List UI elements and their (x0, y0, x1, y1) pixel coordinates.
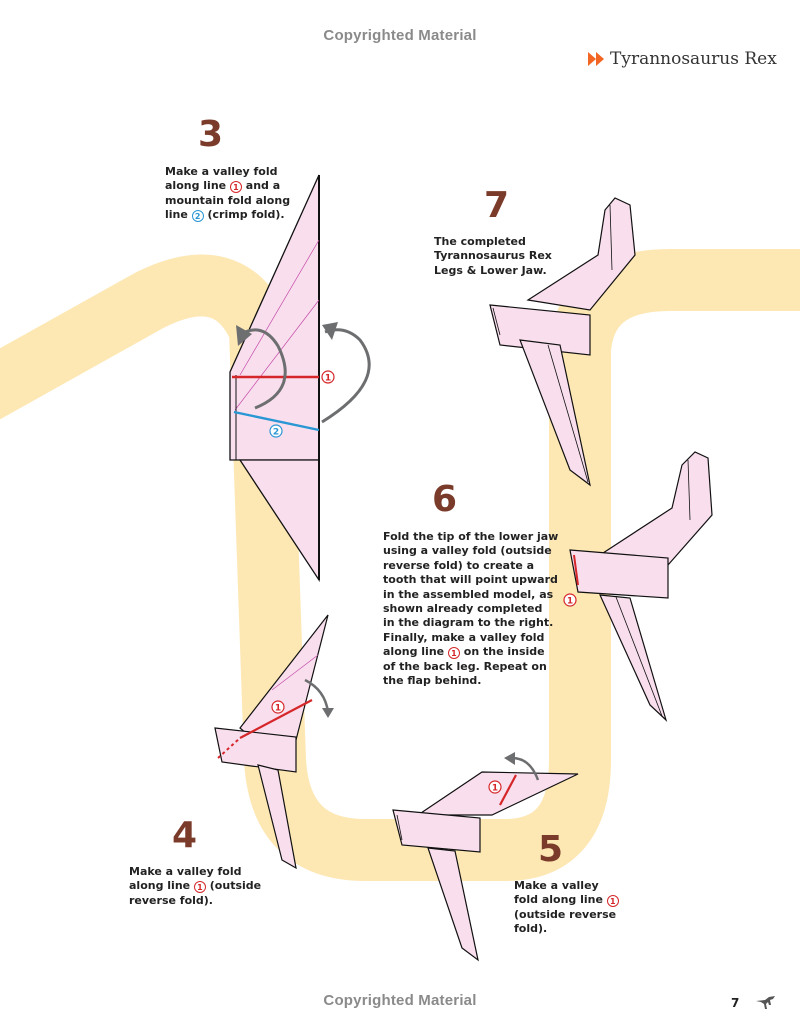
step6-diagram: 1 (563, 451, 713, 722)
instruction-text: (outside reverse fold). (514, 907, 617, 936)
step4-number: 4 (172, 815, 198, 856)
step3-marker-1: 1 (321, 370, 335, 384)
svg-text:1: 1 (492, 784, 498, 794)
instruction-text: and a mountain fold along line (165, 179, 291, 222)
instruction-text: (outside reverse fold). (129, 879, 262, 907)
instruction-text: Make a valley fold along line (129, 865, 242, 893)
step3-number: 3 (198, 114, 224, 155)
step3-diagram: 1 2 (229, 174, 371, 583)
fold-line-marker: 1 (229, 181, 242, 194)
step7-number: 7 (484, 185, 510, 226)
step5-instruction: Make a valley fold along line 1 (outside… (514, 879, 619, 937)
instruction-text: on the inside of the back leg. Repeat on… (383, 645, 547, 688)
page-number: 7 (731, 996, 740, 1010)
step5-number: 5 (538, 829, 564, 870)
step6-marker-1: 1 (563, 593, 577, 607)
svg-text:1: 1 (275, 704, 281, 714)
step7-instruction: The completed Tyrannosaurus Rex Legs & L… (434, 235, 552, 278)
fold-line-marker: 1 (447, 647, 460, 660)
step4-marker-1: 1 (271, 700, 285, 714)
step5-diagram: 1 (392, 752, 579, 962)
svg-text:1: 1 (567, 597, 573, 607)
step6-instruction: Fold the tip of the lower jaw using a va… (383, 530, 558, 688)
dinosaur-icon (756, 996, 775, 1009)
step6-number: 6 (432, 479, 458, 520)
instruction-text: The completed Tyrannosaurus Rex Legs & L… (434, 235, 552, 277)
step7-diagram (489, 197, 636, 487)
step3-instruction: Make a valley fold along line 1 and a mo… (165, 165, 290, 223)
svg-text:2: 2 (273, 428, 279, 438)
chapter-title: Tyrannosaurus Rex (610, 49, 777, 69)
fold-line-marker: 1 (193, 881, 206, 894)
fold-line-marker: 1 (606, 895, 619, 908)
svg-text:1: 1 (325, 374, 331, 384)
instruction-text: (crimp fold). (203, 208, 285, 222)
step5-marker-1: 1 (488, 780, 502, 794)
instruction-text: Fold the tip of the lower jaw using a va… (383, 530, 559, 659)
step3-marker-2: 2 (269, 424, 283, 438)
double-arrow-icon (588, 52, 604, 66)
fold-line-marker: 2 (191, 210, 204, 223)
instruction-text: Make a valley fold along line (514, 879, 603, 907)
watermark-top: Copyrighted Material (323, 27, 477, 44)
instruction-text: Make a valley fold along line (165, 165, 278, 193)
chapter-header: Tyrannosaurus Rex (588, 48, 777, 70)
step4-diagram: 1 (214, 614, 334, 870)
watermark-bottom: Copyrighted Material (323, 992, 477, 1009)
step4-instruction: Make a valley fold along line 1 (outside… (129, 865, 261, 908)
